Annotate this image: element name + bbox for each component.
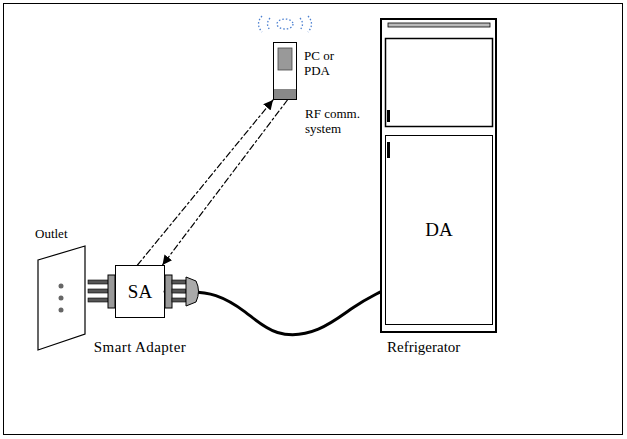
part-name: Smart Adapter (94, 339, 186, 356)
outlet-plate (38, 246, 85, 350)
part-name: PC or PDA (304, 49, 346, 79)
part-name: Outlet (35, 227, 68, 242)
box-label: DA (425, 219, 452, 241)
outlet-prongs (88, 275, 115, 308)
da-door: DA (385, 135, 493, 325)
frame (4, 4, 623, 435)
label-holder: RF comm. system (305, 107, 369, 137)
text-holder: Smart Adapter (94, 339, 186, 356)
text-holder: Refrigerator (387, 339, 460, 356)
rf-link (163, 100, 288, 265)
pda-shape (274, 43, 296, 99)
text-holder: SA (128, 281, 152, 303)
wall-outlet: Outlet (38, 246, 85, 350)
rf-link (138, 100, 274, 265)
radio-waves (259, 16, 312, 32)
system-label: RF comm. system (305, 107, 369, 137)
smart-adapter-box: SASmart Adapter (115, 265, 165, 318)
refrigerator-body: DARefrigerator (380, 18, 497, 333)
box-label: SA (128, 281, 152, 303)
text-holder: Outlet (35, 227, 68, 242)
part-name: Refrigerator (387, 339, 460, 356)
plug (165, 275, 199, 308)
text-holder: PC or PDA (304, 49, 346, 79)
text-holder: DA (425, 219, 452, 241)
pda-device: PC or PDA (273, 42, 297, 100)
refrigerator-details (386, 23, 493, 158)
